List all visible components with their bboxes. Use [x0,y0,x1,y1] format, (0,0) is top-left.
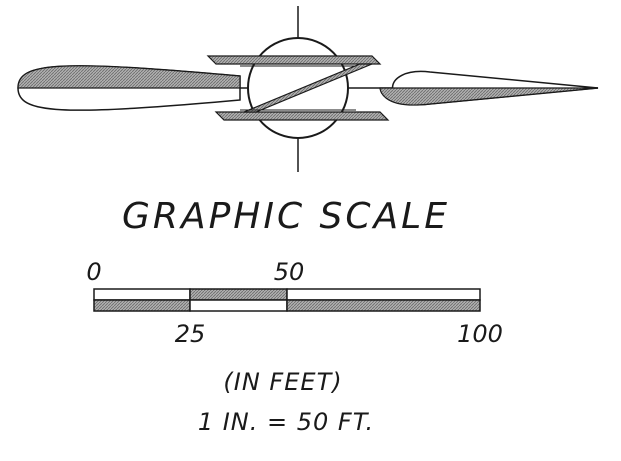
north-arrow-icon [17,6,599,172]
compass-circle [247,37,349,139]
right-arrow-lobe [379,70,599,106]
tick-label-0: 0 [86,258,101,286]
tick-label-100: 100 [457,320,503,348]
scale-title: GRAPHIC SCALE [122,196,450,237]
scale-segment-25-50-top [189,288,288,301]
scale-segment-25-50-bottom [189,299,288,312]
tick-label-50: 50 [274,258,305,286]
scale-segment-0-25-top [93,288,191,301]
units-label: (IN FEET) [223,368,342,396]
scale-segment-0-25-bottom [93,299,191,312]
ratio-label: 1 IN. = 50 FT. [198,408,374,436]
tick-label-25: 25 [175,320,206,348]
left-arrow-lobe [17,65,241,111]
scale-bar [93,288,481,312]
scale-segment-50-100-top [286,288,481,301]
scale-segment-50-100-bottom [286,299,481,312]
north-letter-glyph [206,55,390,121]
